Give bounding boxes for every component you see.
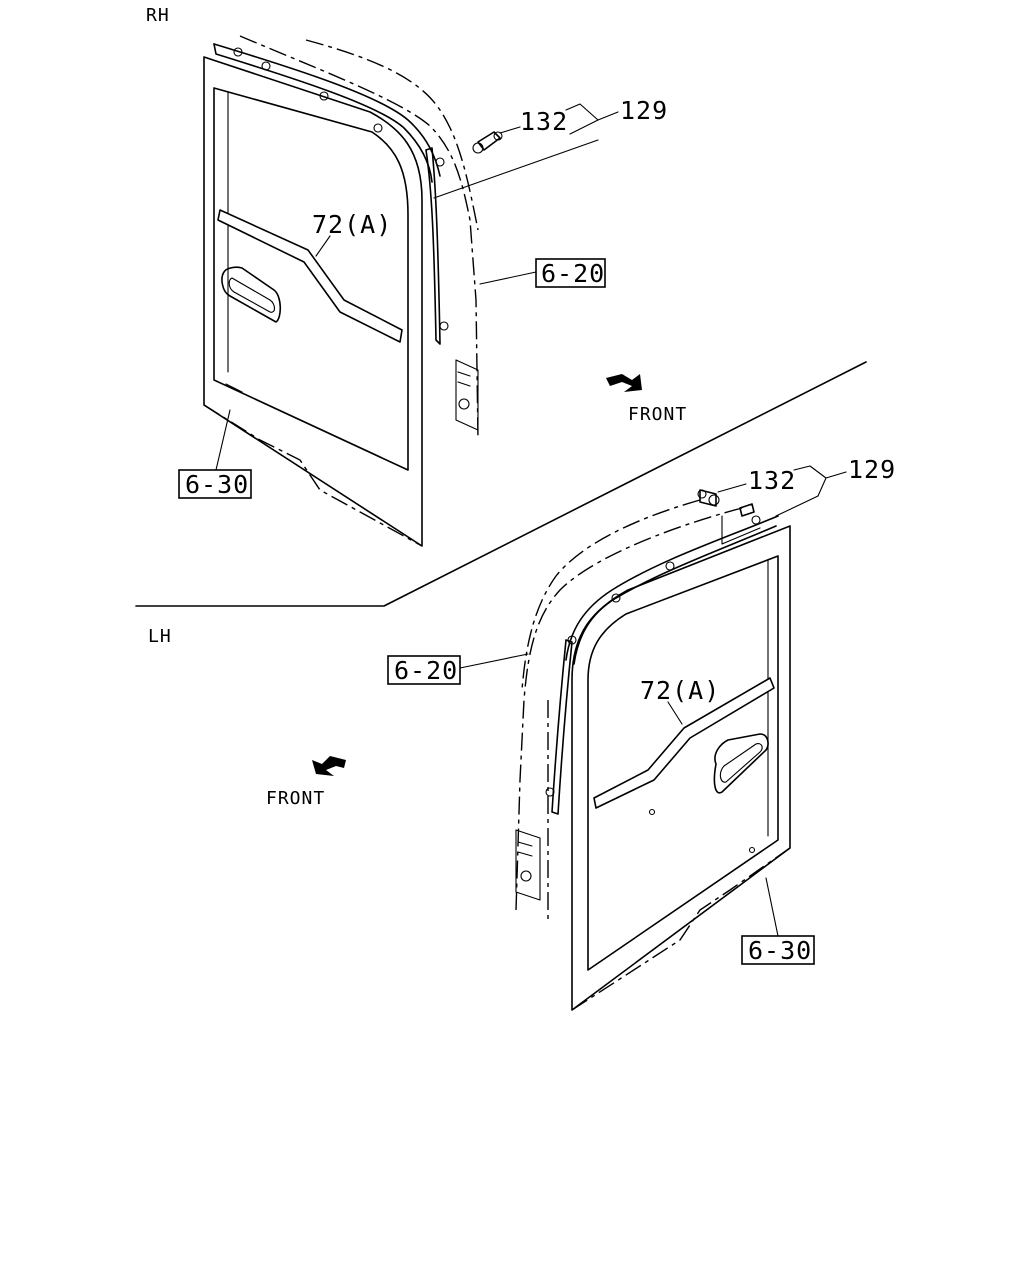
rh-ref-6-20-box xyxy=(535,258,606,288)
section-divider xyxy=(135,361,867,607)
rh-129-bracket xyxy=(565,103,599,135)
lh-129-pointer xyxy=(775,495,819,517)
lh-6-20-leader xyxy=(459,653,529,669)
rh-129-leader xyxy=(597,111,619,121)
lh-ref-6-30-box xyxy=(741,935,815,965)
rh-door-assembly xyxy=(203,35,479,547)
lh-132-leader xyxy=(717,483,747,493)
lh-section-label: LH xyxy=(148,626,172,647)
rh-part-72a-label: 72(A) xyxy=(312,210,392,239)
rh-front-label: FRONT xyxy=(628,404,687,425)
rh-front-arrow-icon xyxy=(606,374,642,392)
lh-trim-rod-72a xyxy=(593,677,775,809)
rh-6-30-leader xyxy=(215,409,231,471)
lh-door-assembly xyxy=(515,499,791,1011)
rh-129-pointer xyxy=(433,139,599,199)
rh-ref-6-20-label: 6-20 xyxy=(541,259,605,288)
lh-129-leader xyxy=(825,471,847,479)
lh-ref-6-30-label: 6-30 xyxy=(748,936,812,965)
lh-6-30-leader xyxy=(765,877,779,937)
lh-129-bracket xyxy=(793,465,827,497)
lh-front-label: FRONT xyxy=(266,788,325,809)
lh-72a-leader xyxy=(667,701,683,725)
rh-part-132-label: 132 xyxy=(520,107,568,136)
rh-trim-rod-72a xyxy=(217,209,403,343)
lh-part-132-label: 132 xyxy=(748,466,796,495)
lh-part-129-label: 129 xyxy=(848,455,896,484)
rh-fastener-132 xyxy=(472,131,503,154)
lh-ref-6-20-label: 6-20 xyxy=(394,656,458,685)
lh-part-72a-label: 72(A) xyxy=(640,676,720,705)
lh-front-arrow-icon xyxy=(312,756,346,776)
rh-ref-6-30-box xyxy=(178,469,252,499)
lh-ref-6-20-box xyxy=(387,655,461,685)
lh-fastener-132 xyxy=(697,489,755,517)
rh-72a-leader xyxy=(315,235,331,257)
rh-part-129-label: 129 xyxy=(620,96,668,125)
rh-section-label: RH xyxy=(146,5,170,26)
rh-6-20-leader xyxy=(479,271,537,285)
rh-132-leader xyxy=(499,126,521,134)
rh-ref-6-30-label: 6-30 xyxy=(185,470,249,499)
